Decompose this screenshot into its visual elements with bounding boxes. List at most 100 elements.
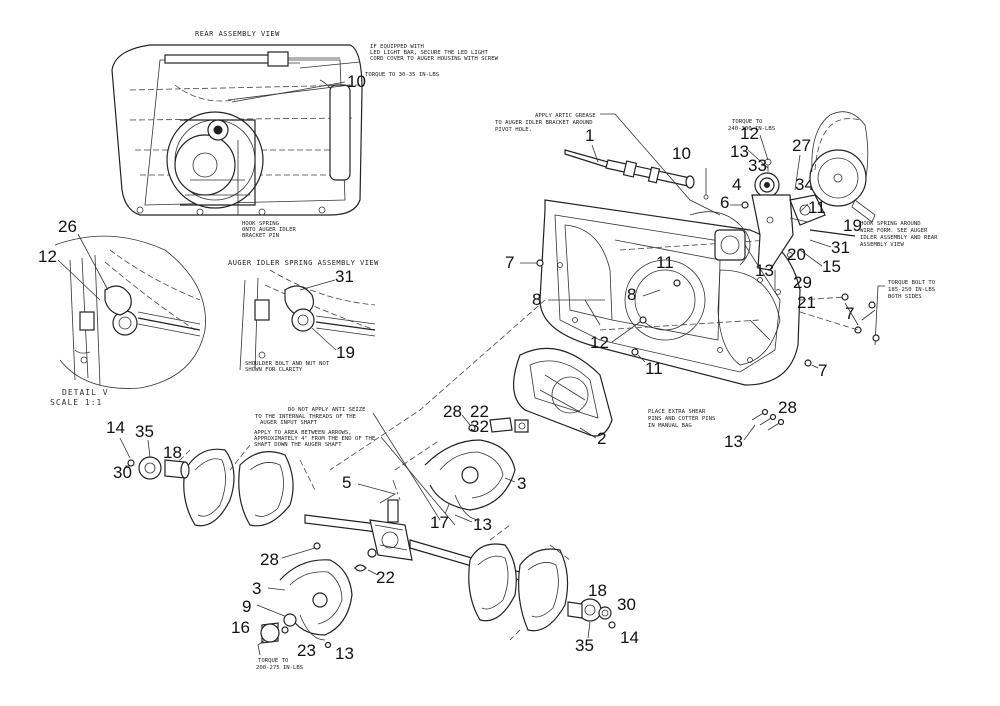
footer-watermark: Ersatzteile-Profi.de (400, 697, 468, 706)
note-hook-1: HOOK SPRING (242, 221, 280, 227)
note-led-3: CORD COVER TO AUGER HOUSING WITH SCREW (370, 56, 499, 62)
note-bolt-1: TORQUE BOLT TO (888, 280, 936, 286)
callout-31: 31 (831, 238, 850, 257)
callout-14-left: 14 (106, 418, 125, 437)
callout-4: 4 (732, 175, 741, 194)
callout-29: 29 (793, 273, 812, 292)
callout-26: 26 (58, 217, 77, 236)
callout-28-pins: 28 (778, 398, 797, 417)
left-spirals: 14 35 18 30 (106, 418, 316, 527)
callout-12: 12 (740, 124, 759, 143)
callout-35-right: 35 (575, 636, 594, 655)
callout-9: 9 (242, 597, 251, 616)
note-wire-2: WIRE FORM. SEE AUGER (860, 228, 928, 234)
note-shear-3: IN MANUAL BAG (648, 423, 692, 429)
callout-28-shaft: 28 (260, 550, 279, 569)
callout-18-right: 18 (588, 581, 607, 600)
note-led-1: IF EQUIPPED WITH (370, 44, 424, 50)
callout-3-lower: 3 (252, 579, 261, 598)
rear-view-title: REAR ASSEMBLY VIEW (195, 30, 280, 38)
detail-v-title: DETAIL V (62, 388, 109, 397)
note-grease-2: TO AUGER IDLER BRACKET AROUND (495, 120, 593, 126)
note-bolt-3: BOTH SIDES (888, 294, 922, 300)
callout-5: 5 (342, 473, 351, 492)
rear-assembly-view: REAR ASSEMBLY VIEW IF EQUIPPED WITH LED … (111, 30, 499, 239)
callout-32: 32 (470, 417, 489, 436)
callout-14-right: 14 (620, 628, 639, 647)
idler-bracket-group: TORQUE TO 240-300 IN-LBS 12 13 27 33 4 6… (720, 111, 938, 295)
note-torque-9-2: 200-275 IN-LBS (256, 665, 303, 671)
note-torque-9-1: TORQUE TO (258, 658, 289, 664)
part-2-guard: 2 (513, 347, 613, 448)
callout-23: 23 (297, 641, 316, 660)
note-hook-3: BRACKET PIN (242, 233, 279, 239)
callout-13-mid: 13 (755, 261, 774, 280)
callout-10-rear: 10 (347, 72, 366, 91)
note-seize-1: DO NOT APPLY ANTI SEIZE (288, 407, 366, 413)
note-seize-3: AUGER INPUT SHAFT (260, 420, 318, 426)
lower-left-impeller: 3 9 16 23 13 TORQUE TO 200-275 IN-LBS (231, 559, 354, 671)
note-grease-3: PIVOT HOLE. (495, 127, 532, 133)
note-area-1: APPLY TO AREA BETWEEN ARROWS, (254, 430, 352, 436)
right-spirals: 18 30 14 35 (468, 524, 639, 655)
callout-28-upper: 28 (443, 402, 462, 421)
callout-33: 33 (748, 156, 767, 175)
right-side-bolts: TORQUE BOLT TO 185-250 IN-LBS BOTH SIDES… (797, 280, 936, 380)
callout-16: 16 (231, 618, 250, 637)
callout-1: 1 (585, 126, 594, 145)
callout-7-low: 7 (818, 361, 827, 380)
note-torque-12-1: TORQUE TO (732, 119, 763, 125)
idler-spring-view: AUGER IDLER SPRING ASSEMBLY VIEW 31 19 S… (228, 259, 379, 373)
callout-13: 13 (730, 142, 749, 161)
callout-35-left: 35 (135, 422, 154, 441)
auger-housing (329, 199, 801, 471)
callout-12-detail: 12 (38, 247, 57, 266)
callout-3-upper: 3 (517, 474, 526, 493)
detail-v-scale: SCALE 1:1 (50, 398, 102, 407)
callout-30-right: 30 (617, 595, 636, 614)
note-shoulder-2: SHOWN FOR CLARITY (245, 367, 303, 373)
note-shoulder-1: SHOULDER BOLT AND NUT NOT (245, 361, 330, 367)
callout-22-shaft: 22 (376, 568, 395, 587)
callout-13-lower: 13 (335, 644, 354, 663)
note-area-3: SHAFT DOWN THE AUGER SHAFT (254, 442, 342, 448)
note-torque-12-2: 240-300 IN-LBS (728, 126, 775, 132)
callout-6: 6 (720, 193, 729, 212)
callout-15: 15 (822, 257, 841, 276)
note-wire-4: ASSEMBLY VIEW (860, 242, 904, 248)
callout-7-left: 7 (505, 253, 514, 272)
callout-30-left: 30 (113, 463, 132, 482)
callout-7-right: 7 (845, 304, 854, 323)
callout-20: 20 (787, 245, 806, 264)
callout-8: 8 (627, 285, 636, 304)
callout-11-top: 11 (656, 253, 674, 272)
callout-21: 21 (797, 293, 816, 312)
callout-27: 27 (792, 136, 811, 155)
callout-34: 34 (795, 175, 814, 194)
housing-callouts: 7 8 8 11 12 11 (505, 253, 681, 378)
note-led-2: LED LIGHT BAR, SECURE THE LED LIGHT (370, 50, 489, 56)
callout-22-upper: 22 (470, 402, 489, 421)
callout-11: 11 (808, 198, 826, 217)
note-seize-2: TO THE INTERNAL THREADS OF THE (255, 414, 357, 420)
idler-view-title: AUGER IDLER SPRING ASSEMBLY VIEW (228, 259, 379, 267)
callout-18-left: 18 (163, 443, 182, 462)
callout-10: 10 (672, 144, 691, 163)
note-wire-3: IDLER ASSEMBLY AND REAR (860, 235, 938, 241)
note-wire-1: HOOK SPRING AROUND (860, 221, 921, 227)
callout-11-bottom: 11 (645, 359, 663, 378)
callout-19-idler: 19 (336, 343, 355, 362)
callout-2: 2 (597, 429, 606, 448)
note-shear-1: PLACE EXTRA SHEAR (648, 409, 706, 415)
callout-12-bottom: 12 (590, 333, 609, 352)
note-area-2: APPROXIMATELY 4" FROM THE END OF THE (254, 436, 376, 442)
callout-19: 19 (843, 216, 862, 235)
callout-31-idler: 31 (335, 267, 354, 286)
note-bolt-2: 185-250 IN-LBS (888, 287, 935, 293)
callout-13-shaft: 13 (473, 515, 492, 534)
part-1-shaft: 1 10 APPLY ARTIC GREASE TO AUGER IDLER B… (495, 113, 721, 216)
callout-8-left: 8 (532, 290, 541, 309)
callout-13-pins: 13 (724, 432, 743, 451)
auger-shaft: 5 DO NOT APPLY ANTI SEIZE TO THE INTERNA… (254, 407, 531, 587)
